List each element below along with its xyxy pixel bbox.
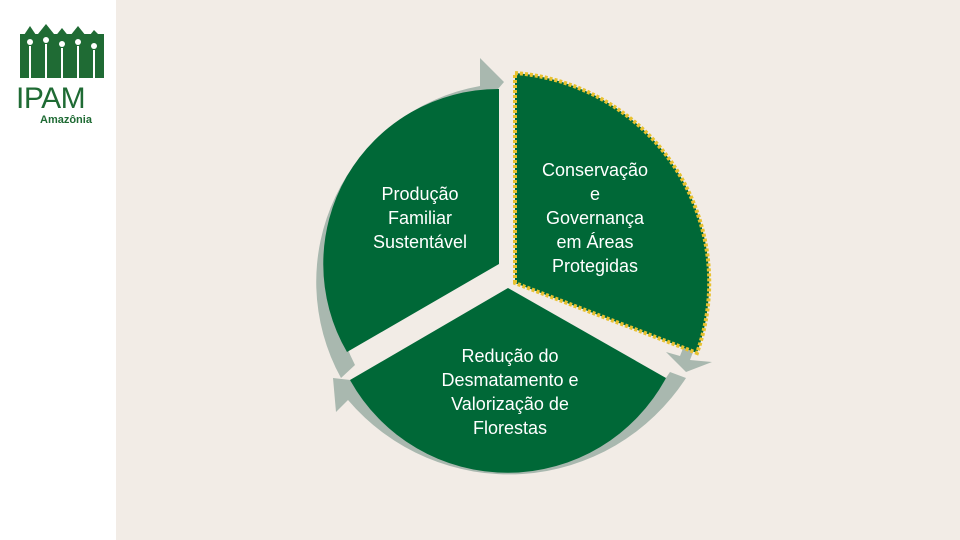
segment-reducao-desmatamento [350, 288, 666, 473]
segment-conservacao-highlight [513, 70, 712, 356]
ipam-logo: IPAM Amazônia [16, 24, 108, 126]
segment-label-producao: Produção Familiar Sustentável [372, 184, 468, 252]
segment-producao-familiar [323, 88, 499, 353]
sidebar: IPAM Amazônia [0, 0, 116, 540]
segment-label-conservacao: Conservação e Governança em Áreas Proteg… [541, 160, 649, 276]
segment-label-reducao: Redução do Desmatamento e Valorização de… [441, 346, 579, 438]
logo-subtitle: Amazônia [40, 114, 92, 126]
forest-logo-icon [20, 24, 104, 78]
segment-conservacao [515, 73, 710, 353]
logo-name: IPAM [16, 82, 86, 115]
